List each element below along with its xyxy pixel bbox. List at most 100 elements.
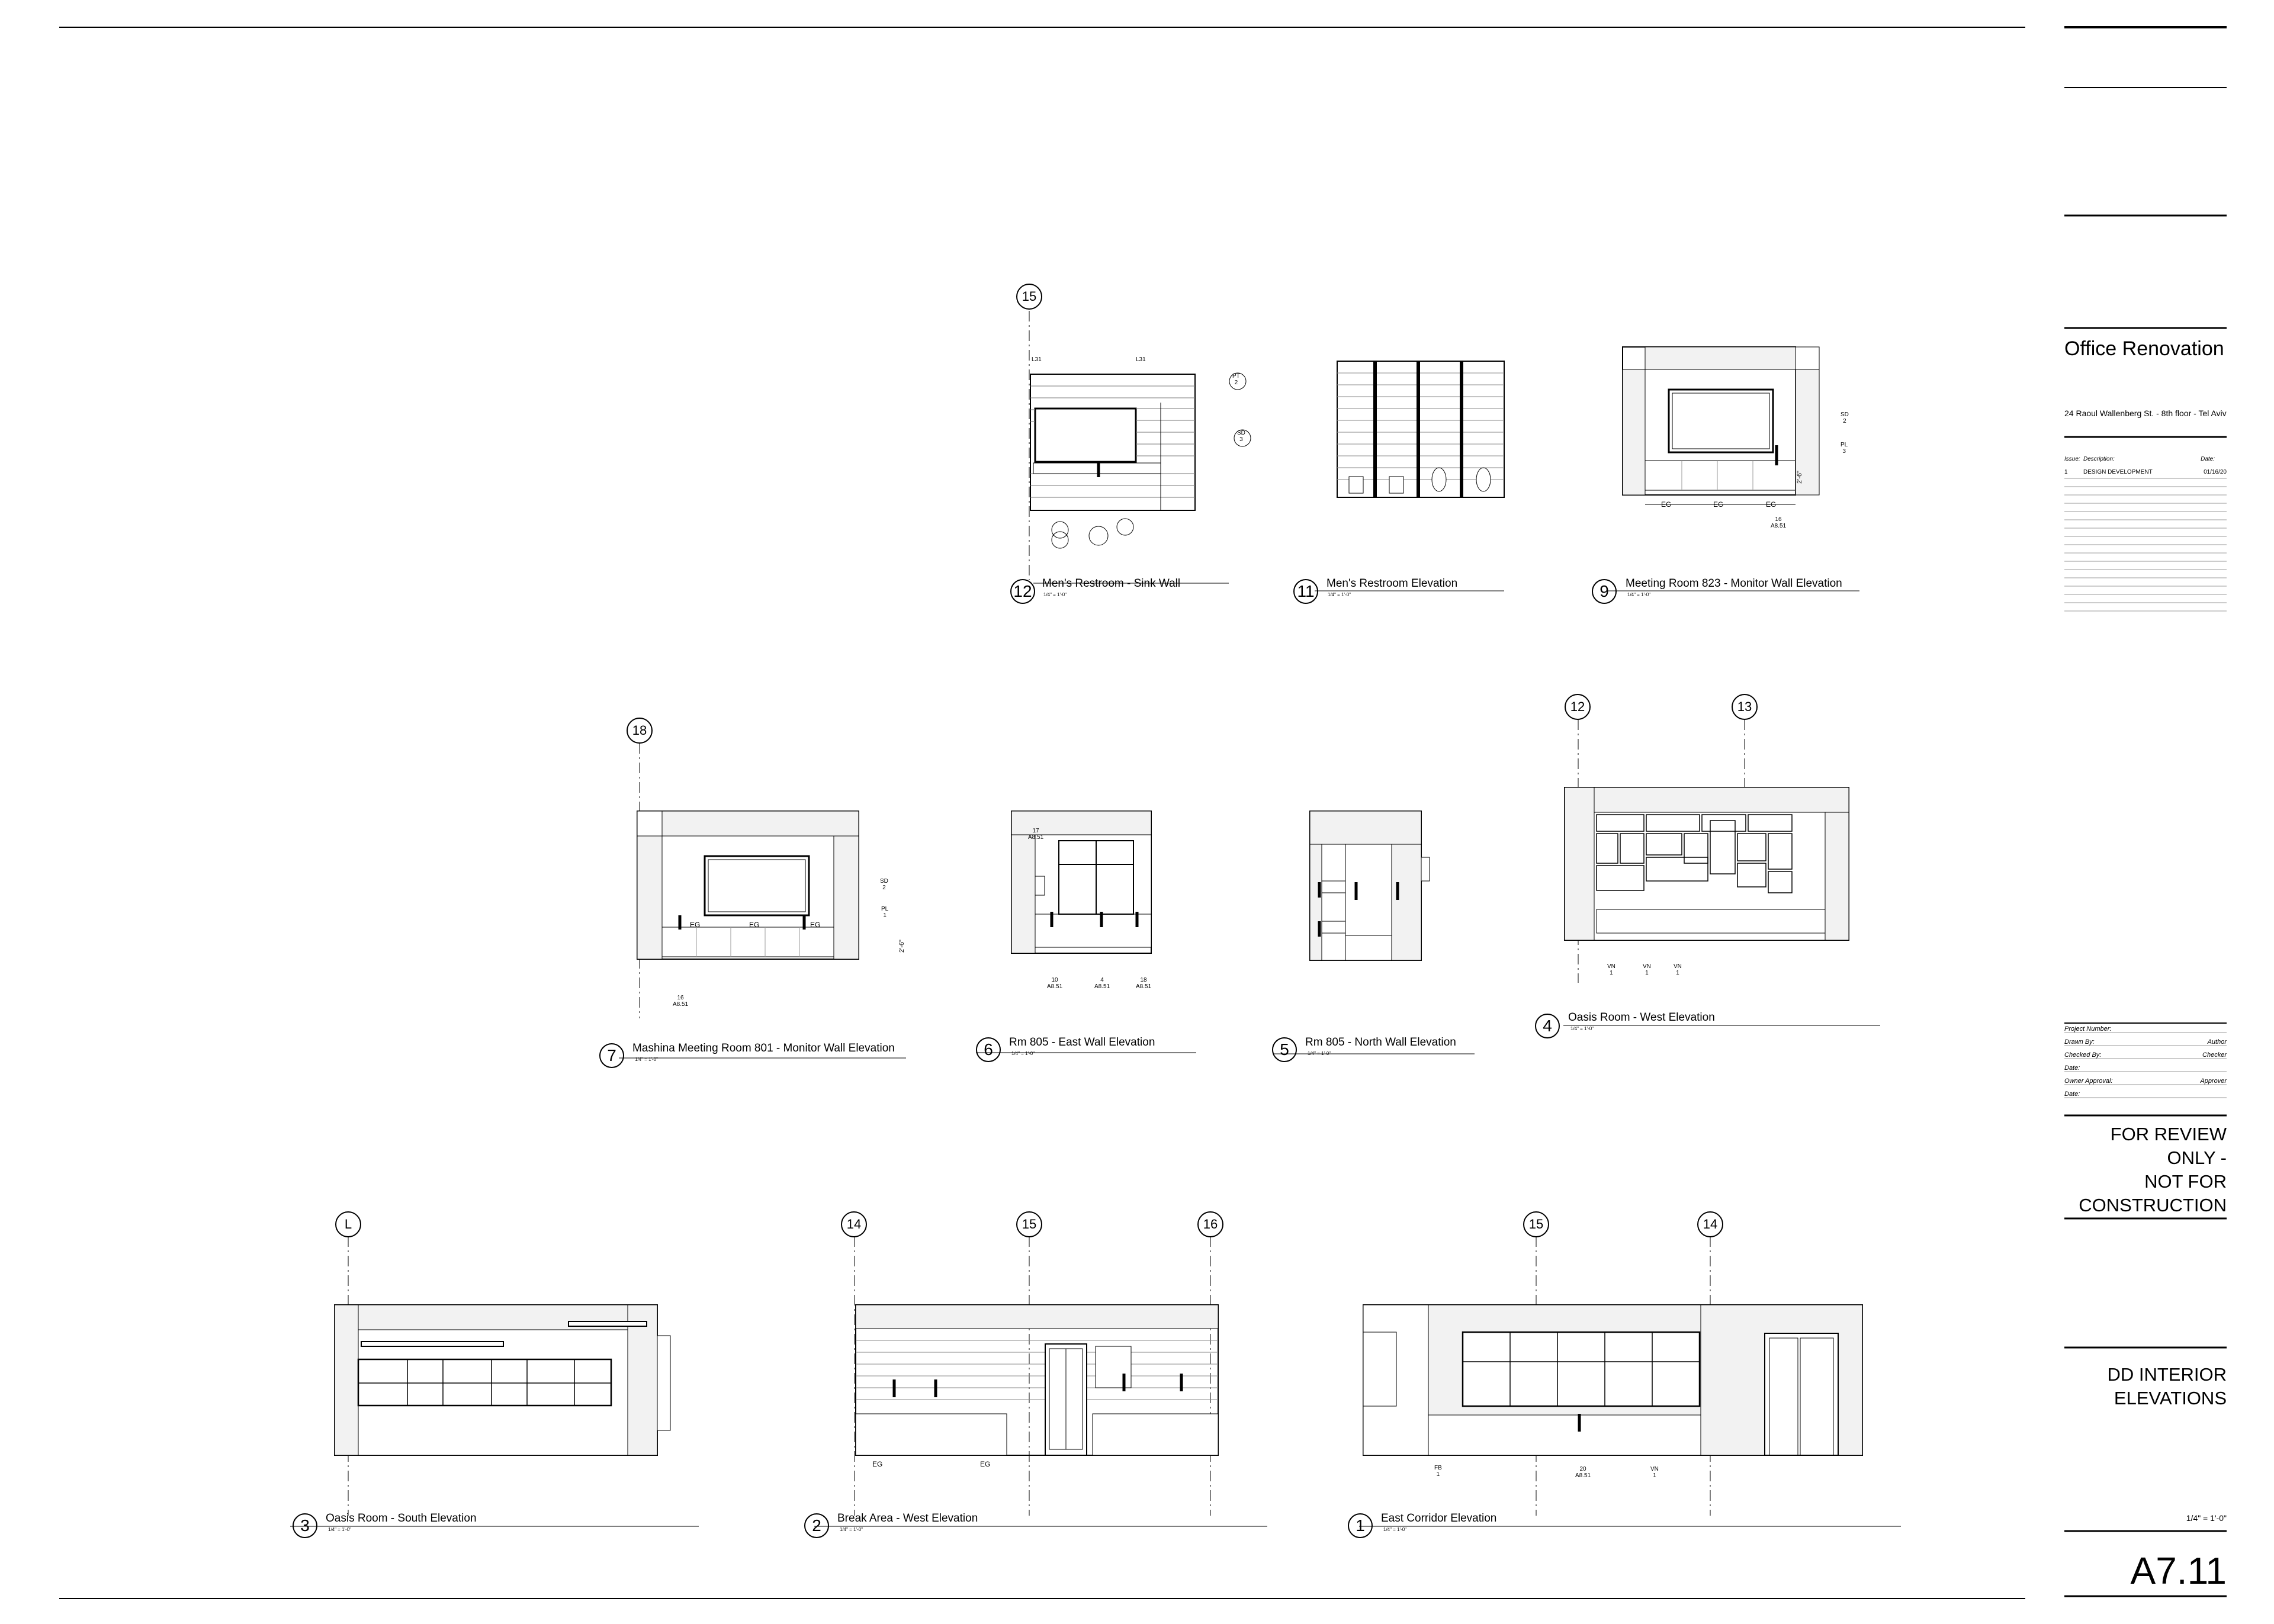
- view-title: East Corridor Elevation: [1381, 1512, 1497, 1525]
- view-title: Men's Restroom - Sink Wall: [1042, 577, 1181, 590]
- sheet-title: DD INTERIOR ELEVATIONS: [2107, 1364, 2227, 1408]
- view-number: 2: [804, 1513, 829, 1538]
- tag-eg: EG: [749, 921, 760, 929]
- view-scale: 1/4" = 1'-0": [1308, 1051, 1331, 1056]
- grid-bubble: 14: [841, 1211, 867, 1237]
- view-number: 1: [1348, 1513, 1373, 1538]
- issue-col-label: Issue:: [2064, 456, 2080, 462]
- tag-eg: EG: [980, 1460, 991, 1468]
- info-row: Checked By:Checker: [2064, 1051, 2227, 1059]
- view-scale: 1/4" = 1'-0": [1328, 592, 1351, 597]
- tag-eg: EG: [690, 921, 701, 929]
- view-number: 11: [1293, 579, 1318, 604]
- view-scale: 1/4" = 1'-0": [840, 1527, 863, 1532]
- tag-eg: EG: [1766, 500, 1777, 509]
- view-number: 6: [976, 1037, 1001, 1062]
- view-1-drawing: [1359, 1236, 1901, 1527]
- view-number: 5: [1272, 1037, 1297, 1062]
- project-address: 24 Raoul Wallenberg St. - 8th floor - Te…: [2064, 409, 2227, 418]
- view-title: Men's Restroom Elevation: [1326, 577, 1458, 590]
- grid-bubble: 14: [1697, 1211, 1723, 1237]
- issue-description: DESIGN DEVELOPMENT: [2083, 469, 2153, 475]
- description-col-label: Description:: [2083, 456, 2115, 462]
- view-scale: 1/4" = 1'-0": [635, 1057, 659, 1062]
- dimension-label: 2'-6": [898, 940, 905, 953]
- view-title: Break Area - West Elevation: [837, 1512, 978, 1525]
- svg-text:L31: L31: [1032, 356, 1042, 363]
- view-number: 3: [293, 1513, 317, 1538]
- view-3-drawing: [290, 1236, 699, 1527]
- view-scale: 1/4" = 1'-0": [1043, 592, 1067, 597]
- tag-eg: EG: [1661, 500, 1672, 509]
- svg-text:L31: L31: [1136, 356, 1146, 363]
- date-col-label: Date:: [2201, 456, 2215, 462]
- sheet-number: A7.11: [2130, 1549, 2227, 1592]
- review-note: FOR REVIEW ONLY - NOT FOR CONSTRUCTION: [2079, 1124, 2227, 1215]
- view-title: Rm 805 - North Wall Elevation: [1305, 1036, 1456, 1049]
- tag-eg: EG: [810, 921, 821, 929]
- view-number: 7: [599, 1043, 624, 1068]
- grid-bubble: 18: [627, 718, 653, 744]
- view-title: Meeting Room 823 - Monitor Wall Elevatio…: [1626, 577, 1842, 590]
- view-scale: 1/4" = 1'-0": [1570, 1026, 1594, 1031]
- tag-eg: EG: [872, 1460, 883, 1468]
- view-7-drawing: [619, 743, 906, 1059]
- view-2-drawing: [814, 1236, 1267, 1527]
- tag-eg: EG: [1713, 500, 1724, 509]
- project-name: Office Renovation: [2064, 337, 2224, 360]
- view-6-drawing: [976, 811, 1196, 1053]
- view-4-drawing: [1563, 719, 1880, 1026]
- view-scale: 1/4" = 1'-0": [1383, 1527, 1407, 1532]
- view-number: 12: [1010, 579, 1035, 604]
- view-9-drawing: [1608, 346, 1859, 591]
- view-number: 9: [1592, 579, 1617, 604]
- grid-bubble: 13: [1732, 694, 1758, 720]
- view-title: Mashina Meeting Room 801 - Monitor Wall …: [632, 1042, 895, 1054]
- sheet-scale: 1/4" = 1'-0": [2186, 1513, 2227, 1523]
- dimension-label: 2'-6": [1796, 471, 1803, 484]
- view-title: Oasis Room - West Elevation: [1568, 1011, 1715, 1024]
- info-row: Owner Approval:Approver: [2064, 1078, 2227, 1085]
- info-row: Project Number:: [2064, 1025, 2112, 1033]
- grid-bubble: 15: [1016, 284, 1042, 310]
- title-block-rules: [2064, 26, 2227, 1597]
- view-title: Rm 805 - East Wall Elevation: [1009, 1036, 1155, 1049]
- grid-bubble: 15: [1523, 1211, 1549, 1237]
- issue-date: 01/16/20: [2204, 469, 2227, 475]
- view-number: 4: [1535, 1014, 1560, 1038]
- grid-bubble: 12: [1565, 694, 1591, 720]
- view-12-drawing: L31 L31: [1029, 311, 1251, 584]
- view-scale: 1/4" = 1'-0": [1011, 1051, 1035, 1056]
- view-scale: 1/4" = 1'-0": [328, 1527, 352, 1532]
- view-11-drawing: [1315, 361, 1505, 591]
- view-5-drawing: [1273, 811, 1475, 1054]
- info-row: Date:: [2064, 1091, 2080, 1098]
- grid-bubble: 16: [1197, 1211, 1223, 1237]
- grid-bubble: 15: [1016, 1211, 1042, 1237]
- view-scale: 1/4" = 1'-0": [1627, 592, 1651, 597]
- view-title: Oasis Room - South Elevation: [326, 1512, 477, 1525]
- issue-number: 1: [2064, 469, 2068, 475]
- info-row: Drawn By:Author: [2064, 1038, 2227, 1046]
- grid-bubble: L: [335, 1211, 361, 1237]
- info-row: Date:: [2064, 1065, 2080, 1072]
